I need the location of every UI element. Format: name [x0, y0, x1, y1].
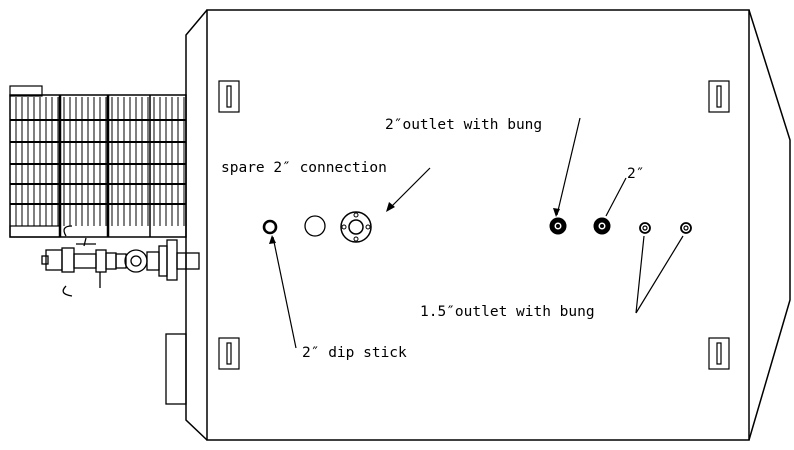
dip-stick-fitting: [262, 219, 278, 235]
top-fittings: [262, 211, 692, 243]
leader-bung-small-a: [635, 235, 645, 314]
outlet-bung-1-5in-b: [680, 222, 692, 234]
tank-right-end: [748, 9, 791, 441]
leader-two-inch: [605, 177, 627, 217]
support-block: [165, 333, 187, 405]
tank-body-outline: [206, 9, 750, 441]
corner-brackets: [218, 80, 730, 370]
label-two-inch: 2″: [627, 166, 644, 182]
outlet-bung-1-5in-a: [639, 222, 651, 234]
walkway-grating: [9, 85, 187, 238]
bracket-bottom-right: [708, 337, 730, 370]
tank-left-end: [185, 9, 208, 441]
outlet-bung-2in-b: [593, 217, 611, 235]
leader-spare-connection: [387, 167, 431, 211]
leader-outlet-top: [556, 117, 581, 216]
leader-bung-small-b: [635, 235, 684, 314]
outlet-bung-2in-a: [549, 217, 567, 235]
label-dip-stick: 2″ dip stick: [302, 345, 407, 361]
label-spare-connection: spare 2″ connection: [221, 160, 387, 176]
label-outlet-with-bung-small: 1.5″outlet with bung: [420, 304, 595, 320]
label-outlet-with-bung: 2″outlet with bung: [385, 117, 542, 133]
leader-lines: [272, 117, 684, 349]
bracket-top-right: [708, 80, 730, 113]
bracket-bottom-left: [218, 337, 240, 370]
leader-dip-stick: [272, 236, 297, 349]
valve-pipe-assembly: [41, 225, 200, 297]
bracket-top-left: [218, 80, 240, 113]
plain-opening: [304, 215, 326, 237]
spare-connection-flange: [340, 211, 372, 243]
leader-arrowheads: [269, 202, 560, 244]
